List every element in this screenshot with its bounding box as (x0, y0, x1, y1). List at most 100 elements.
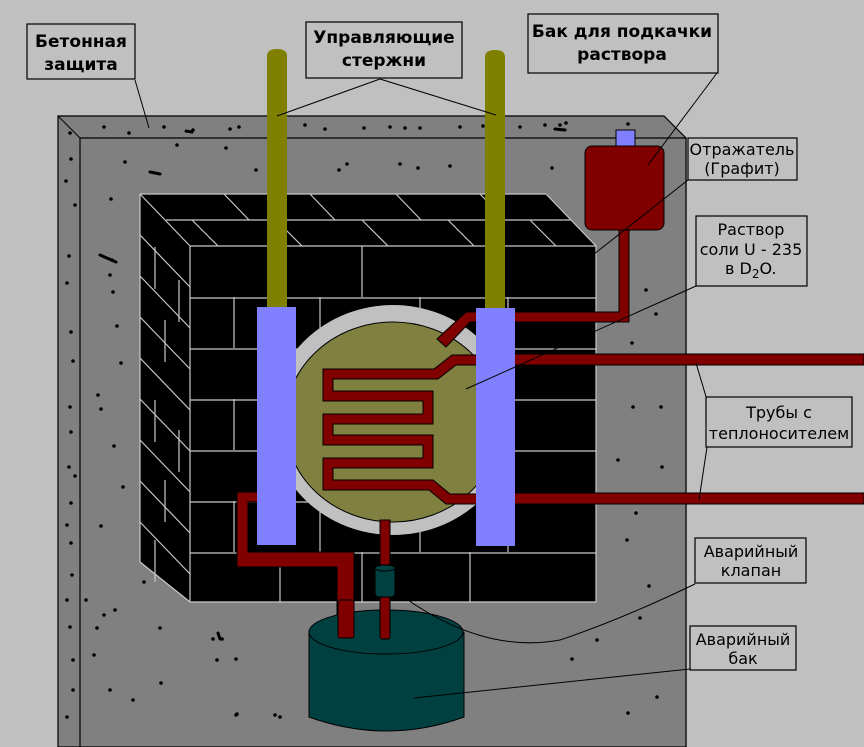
aggregate-dot (67, 254, 71, 258)
label-solution-line3: в D2O. (725, 259, 777, 281)
emergency-tank (308, 596, 465, 732)
aggregate-dot (215, 658, 219, 662)
aggregate-dot (113, 608, 117, 612)
aggregate-dot (102, 125, 106, 129)
label-control-rods-line2: стержни (342, 51, 426, 71)
aggregate-streak (148, 170, 162, 176)
label-solution-suffix: O. (759, 259, 776, 278)
aggregate-dot (323, 127, 327, 131)
aggregate-dot (67, 465, 71, 469)
brick-line (139, 234, 191, 288)
label-emergency-valve-box (694, 537, 807, 584)
aggregate-dot (71, 359, 75, 363)
aggregate-dot (337, 168, 341, 172)
control-rod-left-sleeve (257, 307, 296, 545)
aggregate-dot (647, 584, 651, 588)
label-feed-tank: Бак для подкачки раствора (527, 13, 719, 74)
aggregate-streak (216, 631, 222, 641)
aggregate-dot (273, 713, 277, 717)
brick-line (139, 275, 191, 329)
label-feed-tank-line1: Бак для подкачки (532, 22, 712, 42)
label-control-rods: Управляющие стержни (305, 21, 463, 79)
aggregate-dot (595, 638, 599, 642)
control-rod-right-sleeve (476, 308, 515, 546)
feed-tank-cap (615, 129, 636, 147)
aggregate-dot (112, 444, 116, 448)
aggregate-dot (388, 125, 392, 129)
brick-line (139, 357, 191, 411)
brick-line (139, 521, 191, 575)
aggregate-dot (228, 127, 232, 131)
leader-pipes-upper (695, 362, 708, 401)
aggregate-dot (518, 125, 522, 129)
brick-line (529, 219, 557, 247)
aggregate-dot (142, 580, 146, 584)
aggregate-dot (654, 312, 658, 316)
aggregate-dot (630, 341, 634, 345)
label-reflector-line2: (Графит) (704, 159, 780, 178)
aggregate-dot (158, 626, 162, 630)
aggregate-streak (553, 127, 567, 132)
control-rod-right-shaft (485, 50, 505, 310)
aggregate-dot (99, 524, 103, 528)
aggregate-dot (68, 405, 72, 409)
emergency-tank-inlet-a (337, 599, 355, 639)
label-emergency-tank-box (689, 625, 797, 671)
label-emergency-valve: Аварийный клапан (694, 537, 807, 584)
label-concrete-box (26, 23, 136, 80)
leader-rods-right (379, 78, 497, 116)
aggregate-dot (69, 501, 73, 505)
leader-rods-left (276, 78, 381, 117)
label-feed-tank-box (527, 13, 719, 74)
aggregate-dot (570, 657, 574, 661)
brick-line (447, 219, 475, 247)
aggregate-dot (362, 126, 366, 130)
aggregate-dot (655, 695, 659, 699)
aggregate-dot (123, 160, 127, 164)
brick-line (223, 193, 250, 221)
aggregate-dot (99, 407, 103, 411)
aggregate-dot (102, 613, 106, 617)
aggregate-dot (235, 712, 239, 716)
aggregate-dot (69, 541, 73, 545)
label-solution-box (695, 215, 808, 287)
aggregate-dot (224, 146, 228, 150)
core-coil (322, 354, 485, 505)
aggregate-dot (626, 122, 630, 126)
aggregate-dot (96, 393, 100, 397)
brick-line (139, 561, 191, 603)
aggregate-dot (398, 162, 402, 166)
aggregate-dot (403, 126, 407, 130)
leader-emergency-tank (413, 668, 691, 699)
aggregate-dot (458, 125, 462, 129)
leader-valve (393, 583, 696, 644)
aggregate-dot (634, 511, 638, 515)
aggregate-dot (108, 688, 112, 692)
label-solution-line2: соли U - 235 (700, 240, 803, 259)
label-control-rods-line1: Управляющие (313, 28, 454, 48)
aggregate-dot (65, 715, 69, 719)
feed-tank-body (584, 145, 665, 231)
leader-reflector (588, 179, 689, 259)
leader-concrete (134, 79, 150, 129)
concrete-aggregate (64, 121, 664, 719)
label-solution-line1: Раствор (718, 220, 785, 239)
aggregate-dot (616, 458, 620, 462)
aggregate-dot (659, 405, 663, 409)
aggregate-dot (73, 474, 77, 478)
aggregate-dot (481, 124, 485, 128)
aggregate-dot (84, 598, 88, 602)
aggregate-dot (68, 131, 72, 135)
label-emergency-tank-line1: Аварийный (696, 630, 791, 649)
aggregate-dot (159, 681, 163, 685)
control-rod-right (476, 50, 515, 546)
label-concrete: Бетонная защита (26, 23, 136, 80)
brick-line (309, 193, 336, 221)
aggregate-dot (278, 715, 282, 719)
aggregate-dot (162, 125, 166, 129)
aggregate-dot (73, 203, 77, 207)
brick-line (361, 219, 389, 247)
aggregate-dot (121, 485, 125, 489)
aggregate-dot (303, 123, 307, 127)
